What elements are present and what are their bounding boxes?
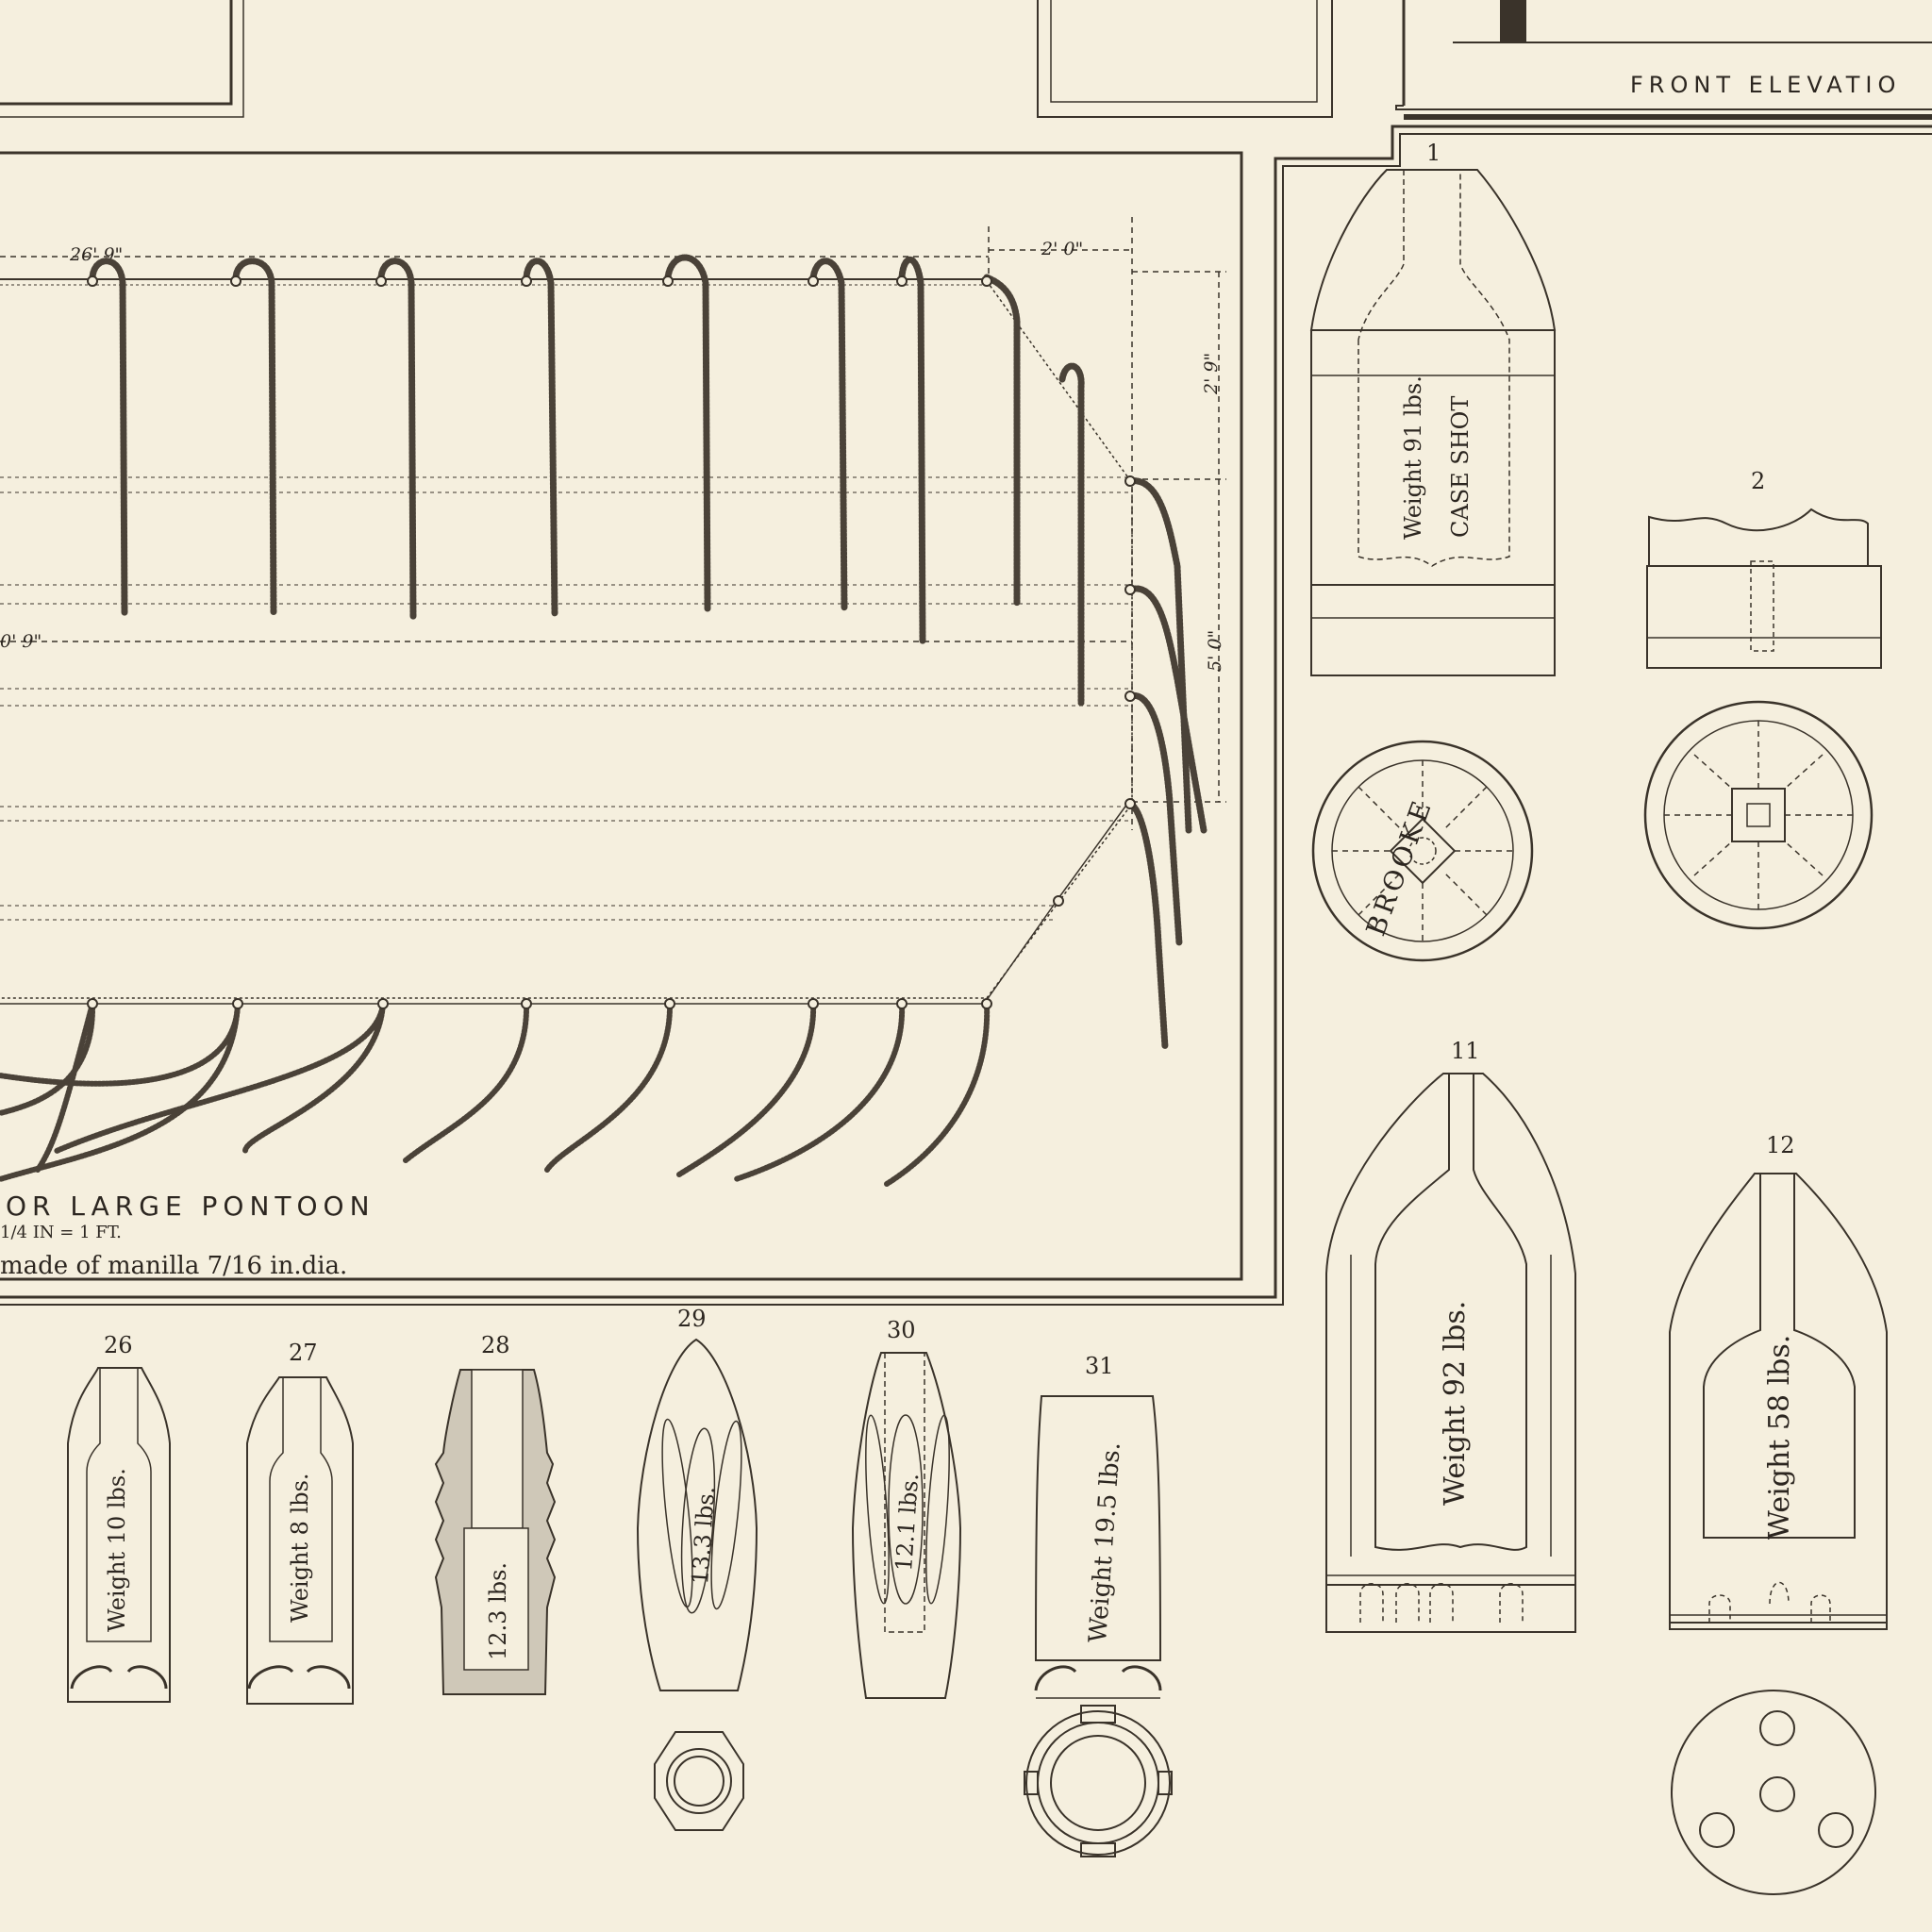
top-right-frame (1395, 0, 1932, 120)
pontoon-frame (0, 125, 1932, 1306)
projectile-29: 29 13.3 lbs. (636, 1306, 758, 1691)
projectile-number: 26 (104, 1332, 133, 1358)
projectile-weight: Weight 58 lbs. (1763, 1335, 1796, 1540)
projectile-weight: Weight 10 lbs. (104, 1468, 130, 1632)
dimension-lines (0, 217, 1226, 830)
projectile-base-brooke: BROOKE (1311, 740, 1534, 962)
projectile-28: 28 12.3 lbs. (434, 1332, 557, 1695)
projectile-weight: 13.3 lbs. (687, 1486, 720, 1586)
projectile-weight: 12.1 lbs. (891, 1473, 924, 1573)
bottom-rope-eyes (87, 998, 992, 1009)
projectile-number: 31 (1085, 1353, 1114, 1379)
dim-end-width: 2' 0" (1041, 239, 1083, 259)
top-lashing-ropes (89, 254, 1208, 1051)
projectile-weight: Weight 19.5 lbs. (1084, 1441, 1126, 1644)
projectile-number: 27 (289, 1340, 318, 1366)
projectile-number: 29 (677, 1306, 707, 1332)
projectile-number: 30 (887, 1317, 916, 1343)
projectile-type: CASE SHOT (1447, 396, 1474, 538)
projectile-number: 2 (1751, 468, 1765, 494)
dim-mid-length: 0' 9" (0, 631, 42, 652)
pontoon-note: made of manilla 7/16 in.dia. (0, 1252, 347, 1280)
projectile-2: 2 (1646, 468, 1882, 669)
projectile-number: 12 (1766, 1132, 1795, 1158)
projectile-number: 28 (481, 1332, 510, 1358)
projectile-number: 1 (1426, 140, 1441, 166)
top-rope-eyes (87, 275, 1136, 907)
projectile-29-base (654, 1731, 744, 1831)
projectile-weight: Weight 92 lbs. (1439, 1301, 1472, 1506)
dim-end-depth: 5' 0" (1205, 630, 1225, 672)
projectile-weight: 12.3 lbs. (485, 1562, 511, 1660)
projectile-31: 31 Weight 19.5 lbs. (1034, 1353, 1162, 1699)
projectile-27: 27 Weight 8 lbs. (246, 1340, 354, 1705)
projectile-31-base (1024, 1705, 1173, 1857)
projectile-weight: Weight 91 lbs. (1400, 375, 1426, 540)
top-middle-frame (1037, 0, 1333, 118)
brooke-mark: BROOKE (1360, 793, 1439, 940)
projectile-11: 11 Weight 92 lbs. (1325, 1038, 1576, 1633)
projectile-26: 26 Weight 10 lbs. (67, 1332, 171, 1703)
bottom-lashing-ropes (0, 1001, 991, 1187)
projectile-12: 12 Weight 58 lbs. (1669, 1132, 1888, 1630)
projectile-1: 1 Weight 91 lbs. CASE SHOT (1309, 140, 1557, 676)
dimension-labels: 26' 9" 2' 0" 2' 9" 0' 9" 5' 0" (0, 239, 1225, 672)
dim-side-depth: 2' 9" (1201, 353, 1222, 395)
projectile-12-base-disc (1671, 1690, 1876, 1895)
projectile-number: 11 (1451, 1038, 1480, 1064)
pontoon-scale: 1/4 IN = 1 FT. (0, 1223, 122, 1242)
front-elevation-label: FRONT ELEVATIO (1630, 72, 1901, 98)
projectile-2-base-disc (1643, 700, 1874, 930)
pontoon-title: OR LARGE PONTOON (6, 1191, 375, 1222)
projectile-weight: Weight 8 lbs. (287, 1473, 313, 1623)
projectile-30: 30 12.1 lbs. (851, 1317, 962, 1699)
top-left-frame (0, 0, 244, 118)
